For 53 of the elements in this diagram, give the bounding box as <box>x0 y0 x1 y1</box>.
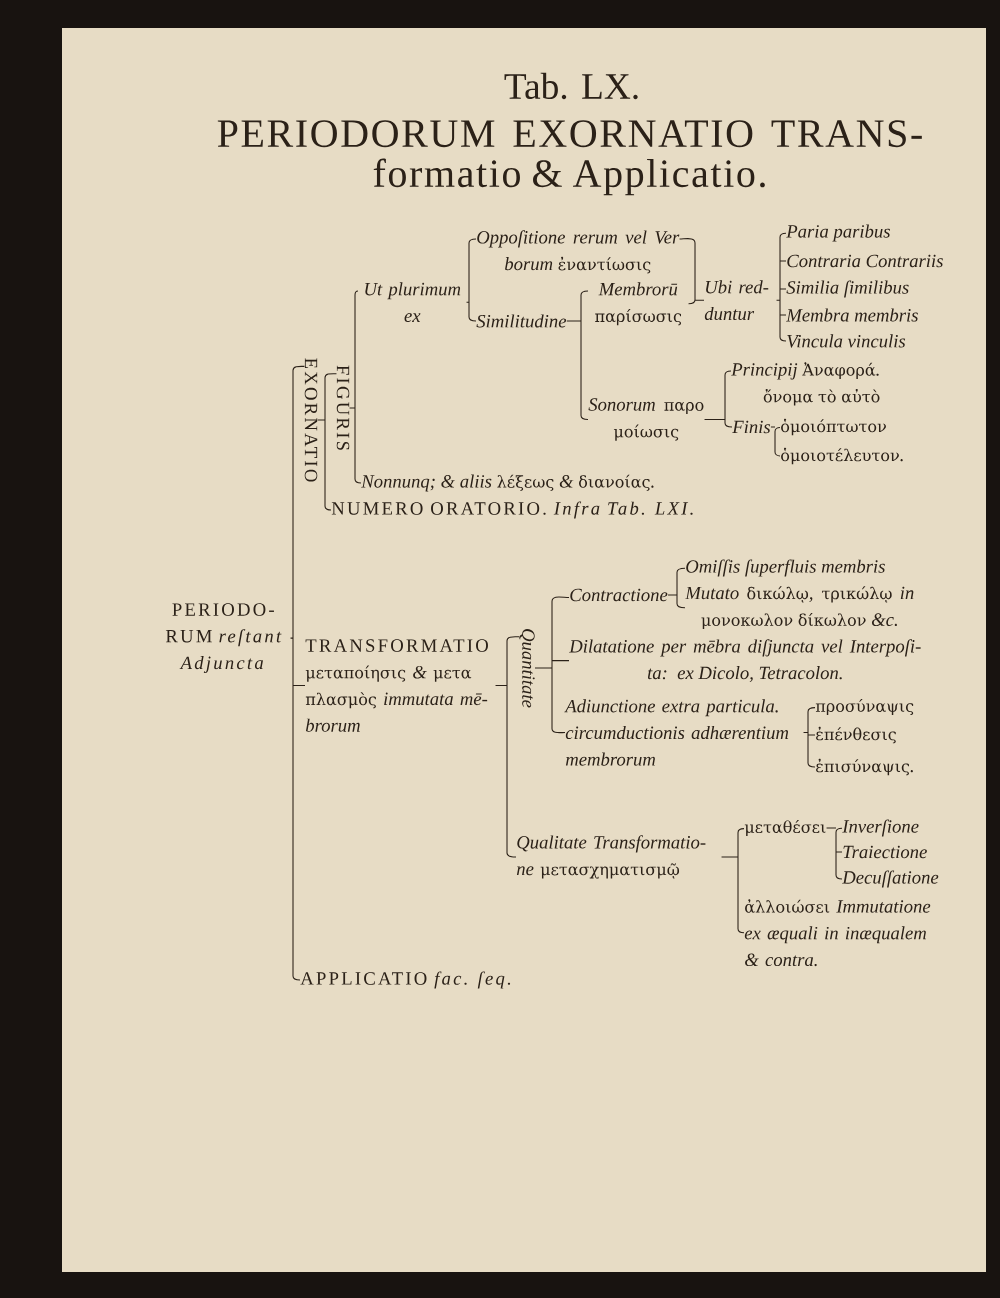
term-text: Omiſſis ſuperfluis membris <box>686 559 885 577</box>
brace <box>317 373 337 511</box>
brace <box>495 636 520 858</box>
term-text: Mutato δικώλῳ, τρικώλῳ in μονοκωλον δίκωλον &c. <box>685 586 914 630</box>
term-text: ὁμοιόπτωτον <box>781 418 886 436</box>
term-text: Nonnunq; & aliis λέξεως & διανοίας. <box>361 474 654 492</box>
brace <box>667 567 686 609</box>
brace <box>290 365 306 981</box>
term-text: Vincula vinculis <box>787 334 906 348</box>
term-text: Similia ſimilibus <box>786 280 909 298</box>
brace <box>534 596 570 734</box>
brace <box>826 827 843 880</box>
brace <box>466 238 477 322</box>
heading-text: NUMERO ORATORIO. Infra Tab. LXI. <box>331 501 693 519</box>
term-text: Traiectione <box>843 845 927 859</box>
term-text: Dilatatione per mēbra diſjuncta vel Interpoſi- ta: ex Dicolo, Tetracolon. <box>569 639 921 682</box>
term-text: Paria paribus <box>786 224 890 242</box>
term-text: Ut plurimum ex <box>365 282 461 323</box>
brace <box>803 707 816 768</box>
term-text: μεταθέσει <box>744 819 826 837</box>
term-text: Inverſione <box>842 819 919 837</box>
term-text: Similitudine <box>476 314 567 328</box>
term-text: Qualitate Transformatio- ne μετασχηματισμῷ <box>516 835 706 879</box>
term-text: Decuſſatione <box>842 870 939 888</box>
brace <box>770 426 781 457</box>
heading-text: TRANSFORMATIO μεταποίησις & μετα πλασμὸς immutata mē- brorum <box>305 639 488 732</box>
term-text: ἐπισύναψις. <box>816 758 913 776</box>
heading-text: APPLICATIO fac. ſeq. <box>300 971 511 989</box>
table-number: Tab. LX. <box>504 72 638 100</box>
brace <box>776 232 787 342</box>
term-text: Oppoſitione rerum vel Ver borum ἐναντίωσις <box>477 230 680 274</box>
term-text: Adiunctione extra particula. circumductionis adhærentium membrorum <box>564 699 789 766</box>
term-text: προσύναψις <box>815 698 914 716</box>
heading-text: PERIODO- RUM reſtant Adjuncta <box>165 603 282 673</box>
term-text: ὁμοιοτέλευτον. <box>781 447 903 465</box>
term-text: ἀλλοιώσει Immutatione ex æquali in inæqualem & contra. <box>744 899 931 967</box>
brace <box>349 290 362 484</box>
brace <box>679 238 705 305</box>
vertical-term-text: Quantitate <box>519 629 535 708</box>
term-text: Ubi red- duntur <box>704 280 769 321</box>
term-text: Membra membris <box>786 308 918 322</box>
brace <box>721 828 745 934</box>
term-text: Sonorum παρο μοίωσις <box>588 398 704 441</box>
page-title: PERIODORUM EXORNATIO TRANS- formatio & Applicatio. <box>217 120 922 196</box>
vertical-heading-text: EXORNATIO <box>304 358 318 482</box>
brace <box>704 370 733 428</box>
vertical-heading-text: FIGURIS <box>336 365 350 450</box>
term-text: Finis <box>732 420 771 434</box>
term-text: Contraria Contrariis <box>787 254 943 268</box>
term-text: Contractione <box>570 588 668 602</box>
brace <box>566 290 589 420</box>
term-text: ἐπένθεσις <box>816 726 896 744</box>
term-text: Membrorū παρίσωσις <box>595 282 682 326</box>
